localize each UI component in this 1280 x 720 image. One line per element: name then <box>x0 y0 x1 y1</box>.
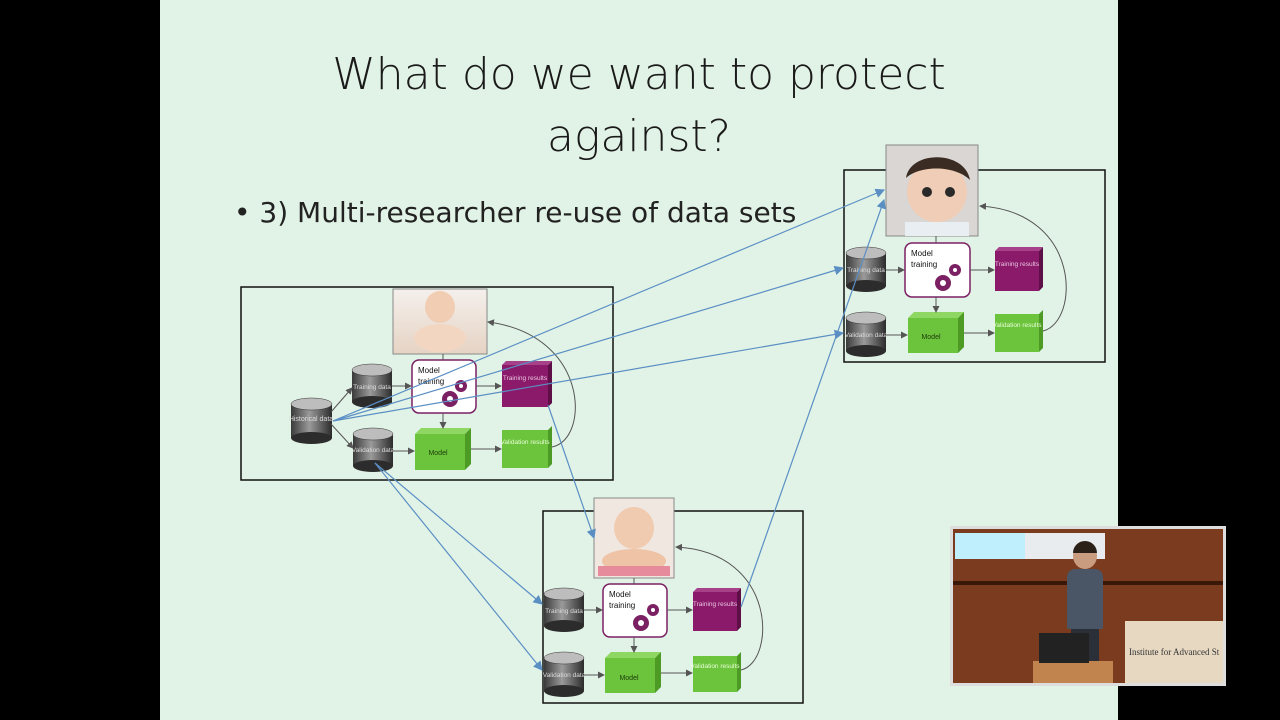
training-results-label: Training results <box>693 601 738 608</box>
historical-data-label: Historical data <box>289 416 333 423</box>
model-cube: Model <box>908 312 964 353</box>
internal-arrows-bottom <box>584 543 764 679</box>
model-cube: Model <box>605 652 661 693</box>
validation-data-label: Validation data <box>352 447 395 454</box>
validation-data-label: Validation data <box>845 332 888 339</box>
validation-data-cylinder: Validation data <box>845 311 888 357</box>
slide-title-line1: What do we want to protect <box>332 49 946 100</box>
validation-results-block: Validation results <box>992 310 1043 352</box>
validation-results-block: Validation results <box>500 426 552 468</box>
validation-data-label: Validation data <box>543 672 586 679</box>
training-results-block: Training results <box>693 588 741 631</box>
pipeline-left: Historical data Training data Validation… <box>240 286 614 481</box>
validation-data-cylinder: Validation data <box>543 651 586 697</box>
slide-title: What do we want to protect against? <box>160 44 1118 168</box>
model-training-label-2: training <box>911 260 937 269</box>
speaker-torso <box>1067 569 1103 629</box>
training-results-block: Training results <box>995 247 1043 291</box>
internal-arrows-top-right <box>886 202 1067 339</box>
model-training-label-2: training <box>418 377 444 386</box>
model-training-box: Model training <box>411 359 477 414</box>
model-cube: Model <box>415 428 471 470</box>
baby-photo-bottom <box>593 497 675 579</box>
baby-photo-top-right <box>885 144 979 237</box>
laptop <box>1039 633 1089 663</box>
model-label: Model <box>921 334 941 341</box>
speaker-hair <box>1073 541 1097 553</box>
model-training-label-2: training <box>609 601 635 610</box>
training-data-label: Training data <box>847 267 885 274</box>
speaker-video-overlay: Institute for Advanced St <box>950 526 1226 686</box>
training-data-cylinder: Training data <box>351 363 393 408</box>
training-results-label: Training results <box>503 375 548 382</box>
validation-results-label: Validation results <box>992 322 1042 329</box>
validation-results-label: Validation results <box>690 663 740 670</box>
historical-data-cylinder: Historical data <box>289 397 333 444</box>
validation-results-block: Validation results <box>690 652 741 692</box>
training-data-cylinder: Training data <box>543 587 585 632</box>
data-reuse-arrows <box>332 188 886 671</box>
training-data-label: Training data <box>545 608 583 615</box>
model-training-box: Model training <box>904 242 971 298</box>
pipeline-bottom: Training data Validation data Model trai… <box>542 497 804 704</box>
training-results-label: Training results <box>995 261 1040 268</box>
training-data-cylinder: Training data <box>845 246 887 292</box>
bullet-point: • 3) Multi-researcher re-use of data set… <box>234 196 797 229</box>
slide-title-line2: against? <box>547 111 731 162</box>
projector-screen <box>955 533 1025 559</box>
internal-arrows-left <box>330 319 576 455</box>
model-training-label-1: Model <box>418 366 440 375</box>
pipeline-top-right: Training data Validation data Model trai… <box>843 144 1106 363</box>
baby-photo-left <box>392 288 488 355</box>
validation-data-cylinder: Validation data <box>352 427 395 472</box>
training-data-label: Training data <box>353 384 391 391</box>
model-label: Model <box>619 675 639 682</box>
model-training-label-1: Model <box>609 590 631 599</box>
lectern <box>1033 661 1113 683</box>
model-label: Model <box>428 450 448 457</box>
model-training-box: Model training <box>602 583 668 638</box>
validation-results-label: Validation results <box>500 439 550 446</box>
institute-sign: Institute for Advanced St <box>1125 621 1223 683</box>
model-training-label-1: Model <box>911 249 933 258</box>
